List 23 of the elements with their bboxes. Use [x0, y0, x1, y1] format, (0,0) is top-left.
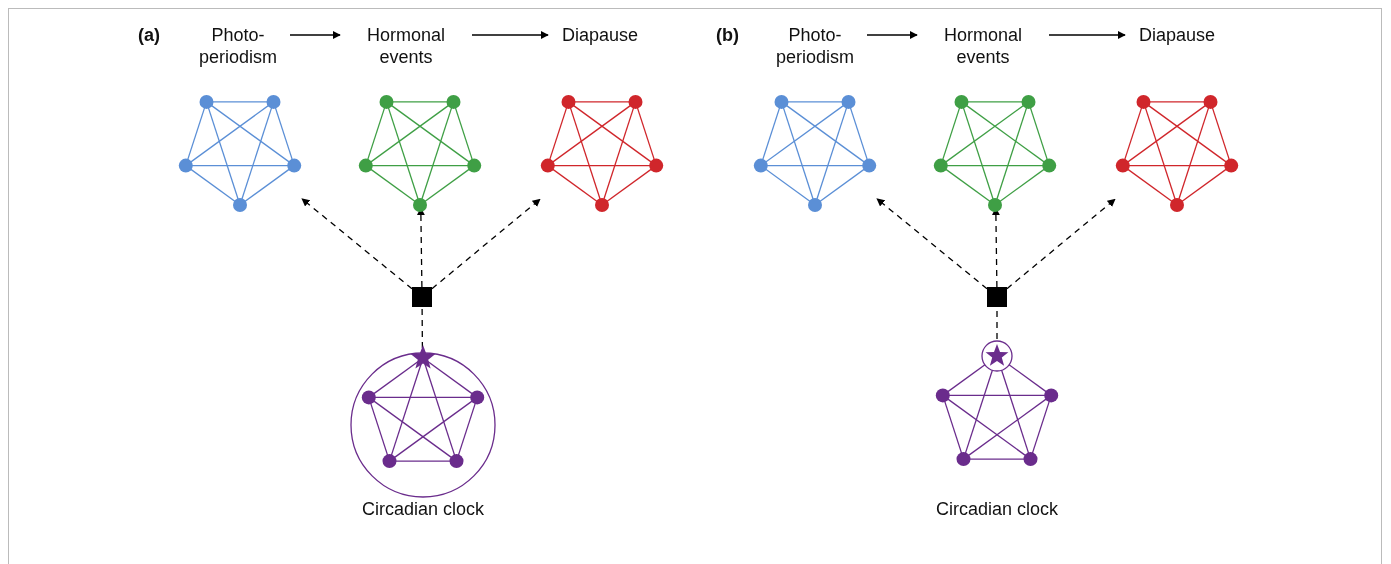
clock-caption: Circadian clock — [934, 498, 1059, 520]
clock-caption: Circadian clock — [360, 498, 485, 520]
stage-label: Photo-periodism — [190, 24, 286, 68]
arrow — [471, 31, 549, 39]
panel-label: (b) — [716, 24, 739, 46]
junction-square — [987, 287, 1007, 307]
dashed-arrow — [301, 198, 413, 290]
stage-label: Diapause — [1129, 24, 1225, 46]
panel-label: (a) — [138, 24, 160, 46]
stage-label: Photo-periodism — [767, 24, 863, 68]
arrow — [289, 31, 341, 39]
dashed-arrow — [1006, 198, 1116, 290]
stage-label: Hormonal events — [344, 24, 468, 68]
dashed-line — [421, 306, 424, 349]
dashed-arrow — [876, 198, 988, 290]
stage-label: Hormonal events — [921, 24, 1045, 68]
clock-network-drawing — [348, 348, 498, 498]
dashed-arrow — [431, 198, 541, 290]
arrow — [866, 31, 918, 39]
junction-square — [412, 287, 432, 307]
arrow — [1048, 31, 1126, 39]
clock-network-drawing — [935, 339, 1059, 469]
stage-label: Diapause — [552, 24, 648, 46]
